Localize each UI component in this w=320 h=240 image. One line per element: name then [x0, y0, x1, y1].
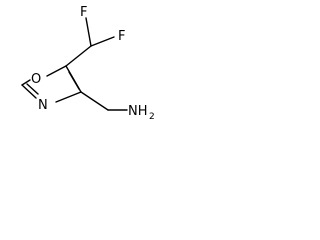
bond-c4-ch2 — [80, 91, 109, 111]
atom-nh2-label: NH — [128, 104, 148, 119]
bond-cf2-f1 — [85, 17, 92, 47]
molecule-structure: F F O N NH 2 — [21, 5, 155, 122]
atom-nh2-subscript: 2 — [149, 112, 155, 122]
bond-n3-c2-inner — [26, 83, 39, 95]
bond-o1-c5 — [46, 65, 67, 77]
atom-f1-label: F — [80, 5, 87, 20]
bond-c5-c4-inner — [68, 71, 80, 90]
bond-c4-n3 — [55, 91, 82, 103]
bond-c5-cf2 — [65, 45, 92, 67]
atom-f2-label: F — [118, 29, 125, 44]
atom-n3-label: N — [38, 98, 48, 113]
bond-n3-c2 — [21, 84, 37, 99]
bond-c2-o1 — [21, 79, 31, 86]
atom-o1-label: O — [31, 72, 41, 87]
bond-cf2-f2 — [90, 36, 115, 47]
